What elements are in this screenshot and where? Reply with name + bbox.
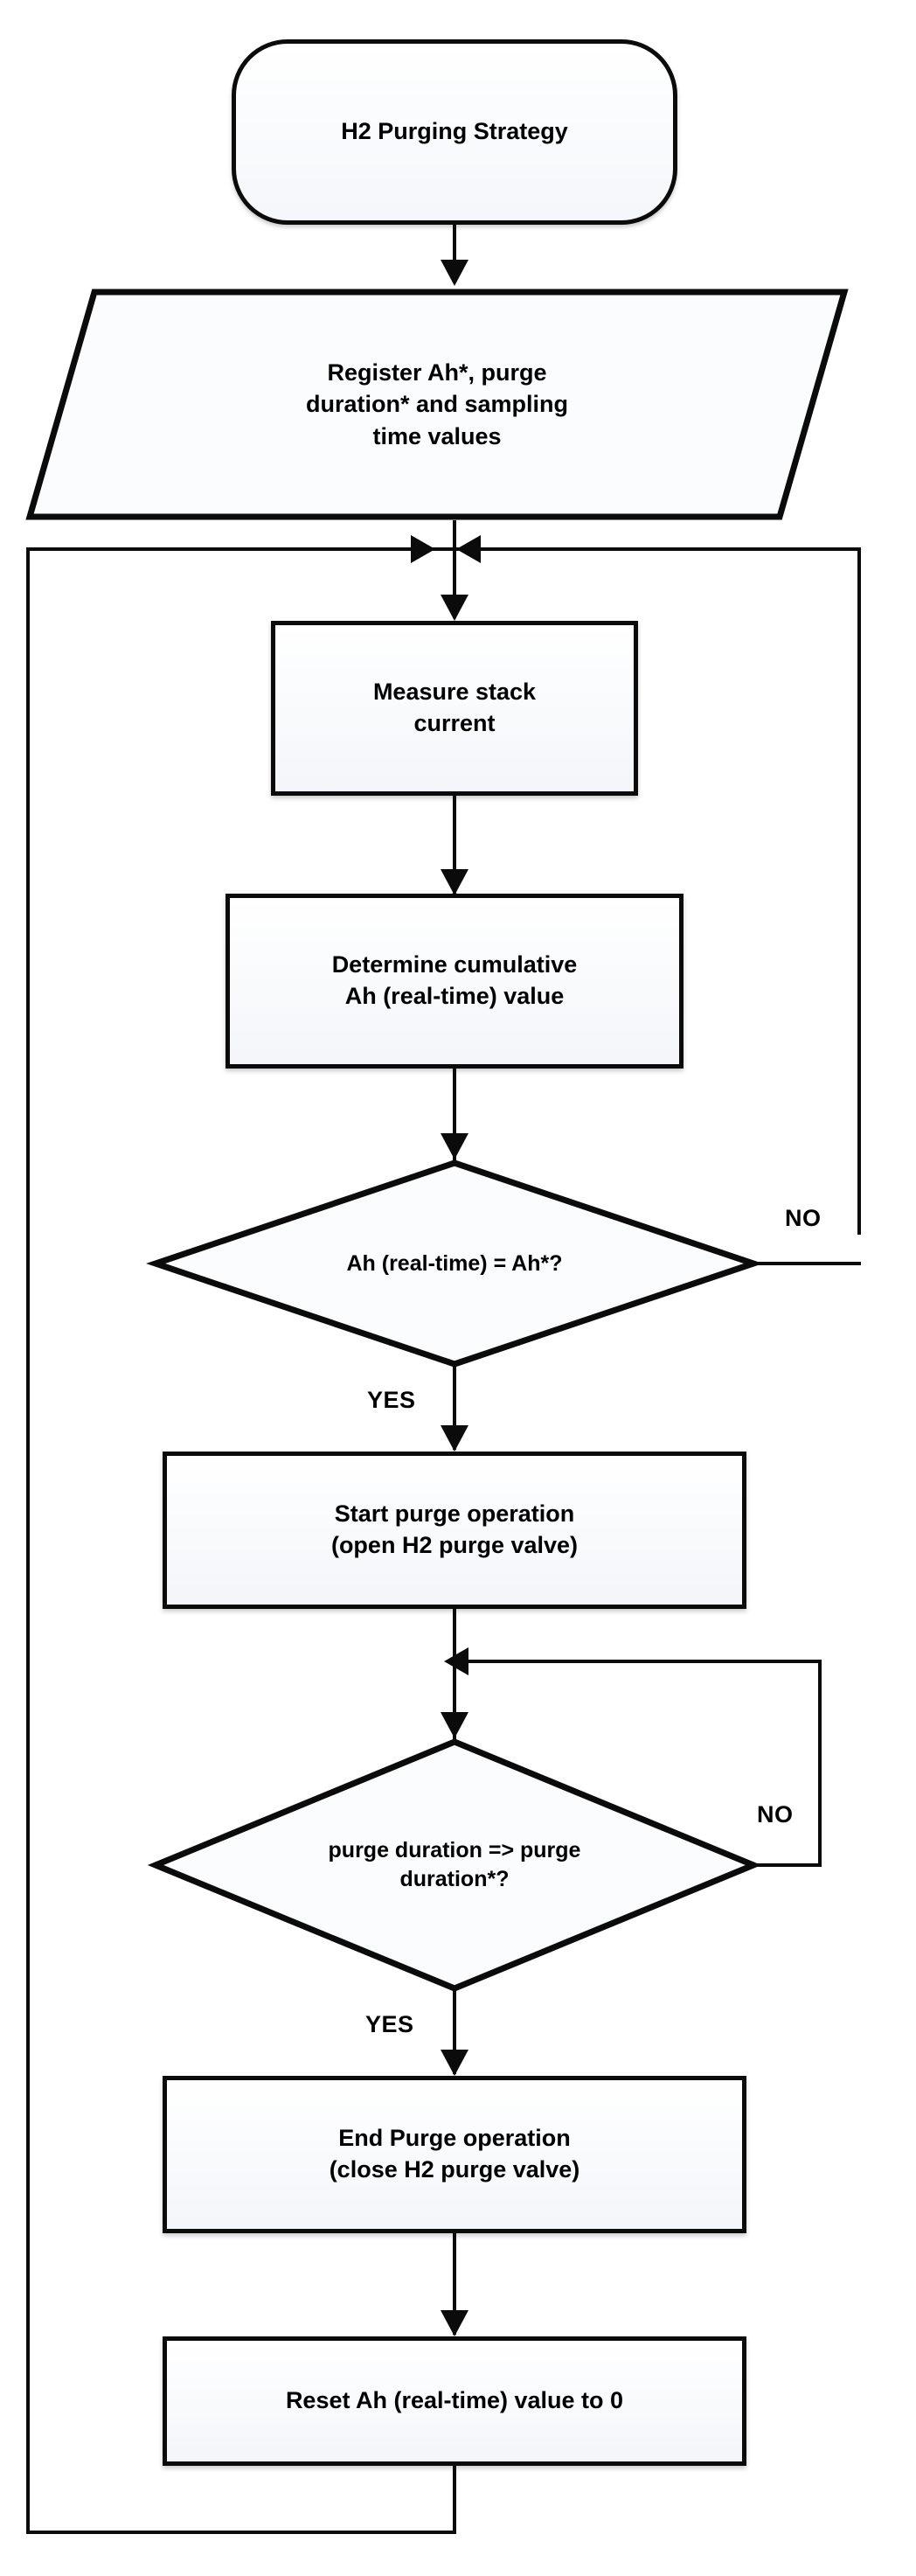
node-register-parallelogram[interactable]: Register Ah*, purge duration* and sampli… [25,289,849,520]
edge-decision-duration-no-label: NO [757,1801,794,1828]
node-determine-box[interactable]: Determine cumulative Ah (real-time) valu… [226,894,684,1069]
node-decision-ah[interactable]: Ah (real-time) = Ah*? [146,1159,763,1368]
loop-decision-duration-no-right-line [818,1660,822,1865]
edge-measure-to-determine-line [453,796,456,894]
parallelogram-shape [25,289,849,520]
node-start-purge-box[interactable]: Start purge operation (open H2 purge val… [163,1452,746,1609]
node-reset-label: Reset Ah (real-time) value to 0 [285,2387,624,2414]
edge-decision-ah-no-line [753,1262,861,1265]
edge-decision-ah-yes-arrow [441,1425,468,1452]
loop-outer-bottom-line [26,2531,456,2534]
node-end-purge-box[interactable]: End Purge operation (close H2 purge valv… [163,2076,746,2233]
edge-determine-to-decision-ah-arrow [441,1133,468,1159]
edge-decision-ah-yes-line [453,1364,456,1450]
node-decision-duration-label: purge duration => purge duration*? [328,1838,581,1891]
loop-decision-duration-no-arrow [444,1647,468,1675]
loop-merge-arrow-from-left [411,535,435,563]
edge-reset-to-loop-line [453,2466,456,2534]
node-start-purge-label: Start purge operation (open H2 purge val… [330,1500,579,1558]
loop-outer-left-line [26,547,30,2534]
node-measure-label: Measure stack current [372,679,537,736]
loop-outer-top-line [26,547,861,551]
edge-decision-duration-yes-label: YES [365,2011,414,2037]
node-reset-box[interactable]: Reset Ah (real-time) value to 0 [163,2336,746,2466]
node-start-terminal[interactable]: H2 Purging Strategy [232,39,677,225]
edge-start-to-register-line [453,225,456,267]
node-register-label: Register Ah*, purge duration* and sampli… [305,359,569,449]
edge-register-to-measure-arrow [441,595,468,621]
edge-decision-ah-yes-label: YES [367,1387,416,1413]
loop-decision-ah-no-right-line [857,547,861,1235]
node-determine-label: Determine cumulative Ah (real-time) valu… [331,951,578,1009]
edge-start-purge-to-decision-duration-arrow [441,1712,468,1738]
edge-start-purge-to-decision-duration-line [453,1609,456,1744]
edge-determine-to-decision-ah-line [453,1069,456,1163]
node-measure-box[interactable]: Measure stack current [271,621,638,796]
edge-measure-to-determine-arrow [441,869,468,895]
loop-decision-duration-no-top-line [468,1660,822,1663]
edge-end-purge-to-reset-arrow [441,2310,468,2336]
edge-decision-duration-yes-arrow [441,2050,468,2076]
node-decision-ah-label: Ah (real-time) = Ah*? [346,1250,563,1276]
edge-decision-duration-yes-line [453,1988,456,2074]
node-start-label: H2 Purging Strategy [341,118,568,145]
edge-decision-duration-no-line [752,1863,822,1867]
edge-register-to-measure-line [453,520,456,618]
loop-merge-arrow-from-right [456,535,481,563]
node-end-purge-label: End Purge operation (close H2 purge valv… [329,2125,580,2183]
node-decision-duration[interactable]: purge duration => purge duration*? [147,1738,762,1992]
edge-end-purge-to-reset-line [453,2233,456,2335]
edge-decision-ah-no-label: NO [785,1205,822,1231]
edge-start-to-register-arrow [441,260,468,286]
